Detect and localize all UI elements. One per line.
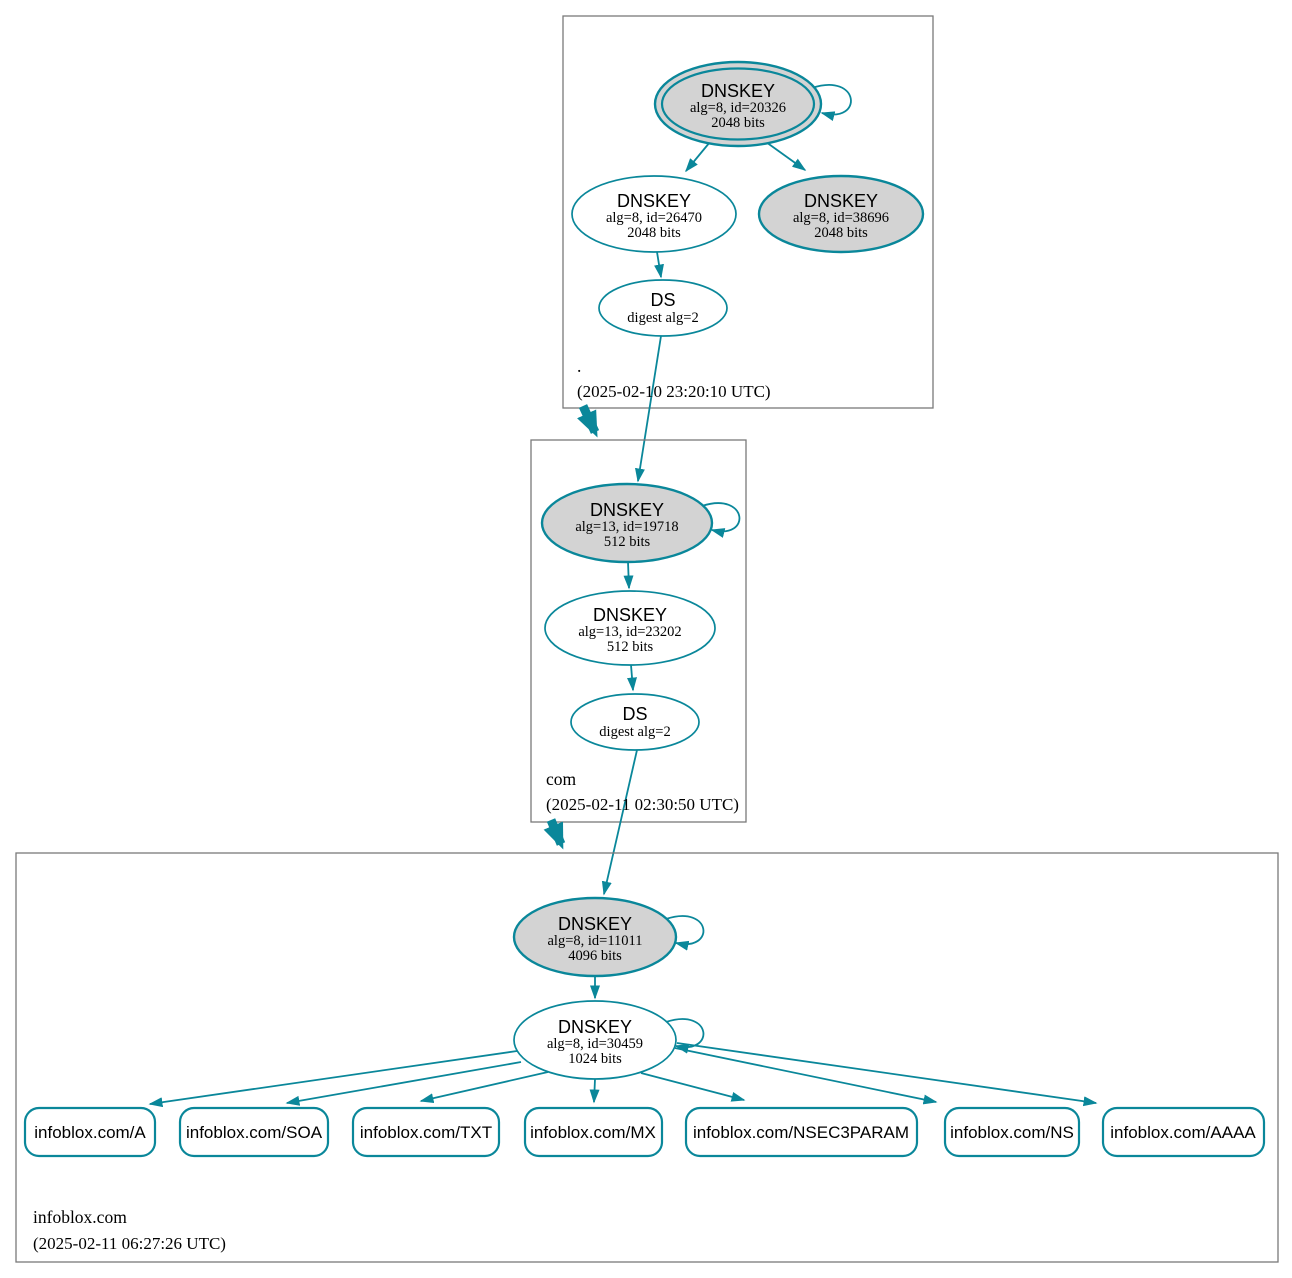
edge-root-zsk-to-ds	[654, 251, 664, 279]
edge-zsk-to-rrset-ns	[674, 1047, 938, 1105]
ds-node-root[interactable]: DS digest alg=2	[598, 279, 728, 337]
zone-com: DNSKEY alg=13, id=19718 512 bits DNSKEY …	[530, 439, 747, 896]
dnskey-23202-title: DNSKEY	[593, 605, 667, 625]
dnskey-26470-title: DNSKEY	[617, 191, 691, 211]
edge-zsk-to-rrset-txt	[419, 1071, 549, 1104]
edge-com-ksk-selfloop	[701, 502, 741, 538]
rrset-node-txt[interactable]: infoblox.com/TXT	[351, 1106, 501, 1158]
ds-com-title: DS	[622, 704, 647, 724]
edge-root-ds-to-com-ksk	[635, 335, 662, 483]
zone-root-box	[562, 15, 934, 409]
dnskey-node-11011[interactable]: DNSKEY alg=8, id=11011 4096 bits	[512, 896, 678, 978]
rrset-mx-label: infoblox.com/MX	[530, 1123, 656, 1142]
dnskey-19718-bits: 512 bits	[604, 534, 651, 550]
ds-node-com[interactable]: DS digest alg=2	[570, 693, 700, 751]
edge-com-ds-to-infoblox-ksk	[601, 749, 638, 896]
edge-root-ksk-to-key3	[765, 141, 807, 171]
dnskey-26470-alg: alg=8, id=26470	[606, 210, 702, 226]
rrset-node-soa[interactable]: infoblox.com/SOA	[178, 1106, 330, 1158]
rrset-node-mx[interactable]: infoblox.com/MX	[523, 1106, 664, 1158]
edge-zsk-to-rrset-soa	[285, 1061, 522, 1106]
dnskey-30459-bits: 1024 bits	[568, 1051, 622, 1067]
dnskey-38696-bits: 2048 bits	[814, 225, 868, 241]
delegation-arrow-root-to-com	[577, 404, 600, 438]
dnskey-11011-alg: alg=8, id=11011	[547, 933, 642, 949]
zone-root-timestamp: (2025-02-10 23:20:10 UTC)	[577, 382, 771, 401]
edge-root-ksk-selfloop	[811, 84, 852, 121]
dnskey-19718-title: DNSKEY	[590, 500, 664, 520]
dnskey-11011-title: DNSKEY	[558, 914, 632, 934]
dnskey-node-20326[interactable]: DNSKEY alg=8, id=20326 2048 bits	[653, 60, 823, 148]
edge-zsk-to-rrset-mx	[589, 1078, 600, 1104]
dnskey-38696-alg: alg=8, id=38696	[793, 210, 889, 226]
dnskey-19718-alg: alg=13, id=19718	[575, 519, 678, 535]
edge-root-ksk-to-zsk	[685, 141, 711, 173]
rrset-txt-label: infoblox.com/TXT	[360, 1123, 492, 1142]
dnskey-node-19718[interactable]: DNSKEY alg=13, id=19718 512 bits	[540, 482, 714, 564]
rrset-aaaa-label: infoblox.com/AAAA	[1110, 1123, 1256, 1142]
delegation-arrow-com-to-infoblox	[543, 818, 566, 850]
dnskey-38696-title: DNSKEY	[804, 191, 878, 211]
edge-infoblox-zsk-selfloop	[665, 1018, 705, 1054]
rrset-node-aaaa[interactable]: infoblox.com/AAAA	[1101, 1106, 1266, 1158]
dnskey-26470-bits: 2048 bits	[627, 225, 681, 241]
ds-root-digest: digest alg=2	[627, 310, 698, 326]
rrset-soa-label: infoblox.com/SOA	[186, 1123, 323, 1142]
rrset-node-ns[interactable]: infoblox.com/NS	[943, 1106, 1081, 1158]
zone-root: DNSKEY alg=8, id=20326 2048 bits DNSKEY …	[562, 15, 934, 483]
dnskey-23202-bits: 512 bits	[607, 639, 654, 655]
rrset-node-nsec3param[interactable]: infoblox.com/NSEC3PARAM	[684, 1106, 919, 1158]
dnskey-20326-title: DNSKEY	[701, 81, 775, 101]
edge-zsk-to-rrset-aaaa	[676, 1042, 1098, 1107]
edge-zsk-to-rrset-nsec3param	[640, 1072, 746, 1102]
dnskey-node-23202[interactable]: DNSKEY alg=13, id=23202 512 bits	[544, 590, 716, 666]
zone-com-timestamp: (2025-02-11 02:30:50 UTC)	[546, 795, 739, 814]
zone-com-box	[530, 439, 747, 823]
rrset-a-label: infoblox.com/A	[34, 1123, 146, 1142]
dnskey-node-26470[interactable]: DNSKEY alg=8, id=26470 2048 bits	[571, 175, 737, 253]
edge-zsk-to-rrset-a	[148, 1050, 518, 1108]
zone-infoblox-box	[15, 852, 1279, 1263]
rrset-ns-label: infoblox.com/NS	[950, 1123, 1074, 1142]
rrset-node-a[interactable]: infoblox.com/A	[23, 1106, 157, 1158]
dnskey-20326-alg: alg=8, id=20326	[690, 100, 786, 116]
zone-infoblox: DNSKEY alg=8, id=11011 4096 bits DNSKEY …	[15, 852, 1279, 1263]
ds-root-title: DS	[650, 290, 675, 310]
zone-infoblox-name: infoblox.com	[33, 1207, 127, 1227]
rrset-nsec3param-label: infoblox.com/NSEC3PARAM	[693, 1123, 909, 1142]
dnskey-23202-alg: alg=13, id=23202	[578, 624, 681, 640]
zone-root-name: .	[577, 356, 581, 376]
dnskey-node-38696[interactable]: DNSKEY alg=8, id=38696 2048 bits	[757, 174, 925, 254]
dnskey-node-30459[interactable]: DNSKEY alg=8, id=30459 1024 bits	[513, 1000, 677, 1080]
dnskey-20326-bits: 2048 bits	[711, 115, 765, 131]
zone-infoblox-timestamp: (2025-02-11 06:27:26 UTC)	[33, 1234, 226, 1253]
dnskey-30459-title: DNSKEY	[558, 1017, 632, 1037]
edge-com-zsk-to-ds	[627, 664, 637, 692]
dnskey-11011-bits: 4096 bits	[568, 948, 622, 964]
dnskey-30459-alg: alg=8, id=30459	[547, 1036, 643, 1052]
ds-com-digest: digest alg=2	[599, 724, 670, 740]
zone-com-name: com	[546, 769, 577, 789]
edge-infoblox-ksk-selfloop	[665, 915, 705, 951]
edge-com-ksk-to-zsk	[623, 561, 634, 590]
